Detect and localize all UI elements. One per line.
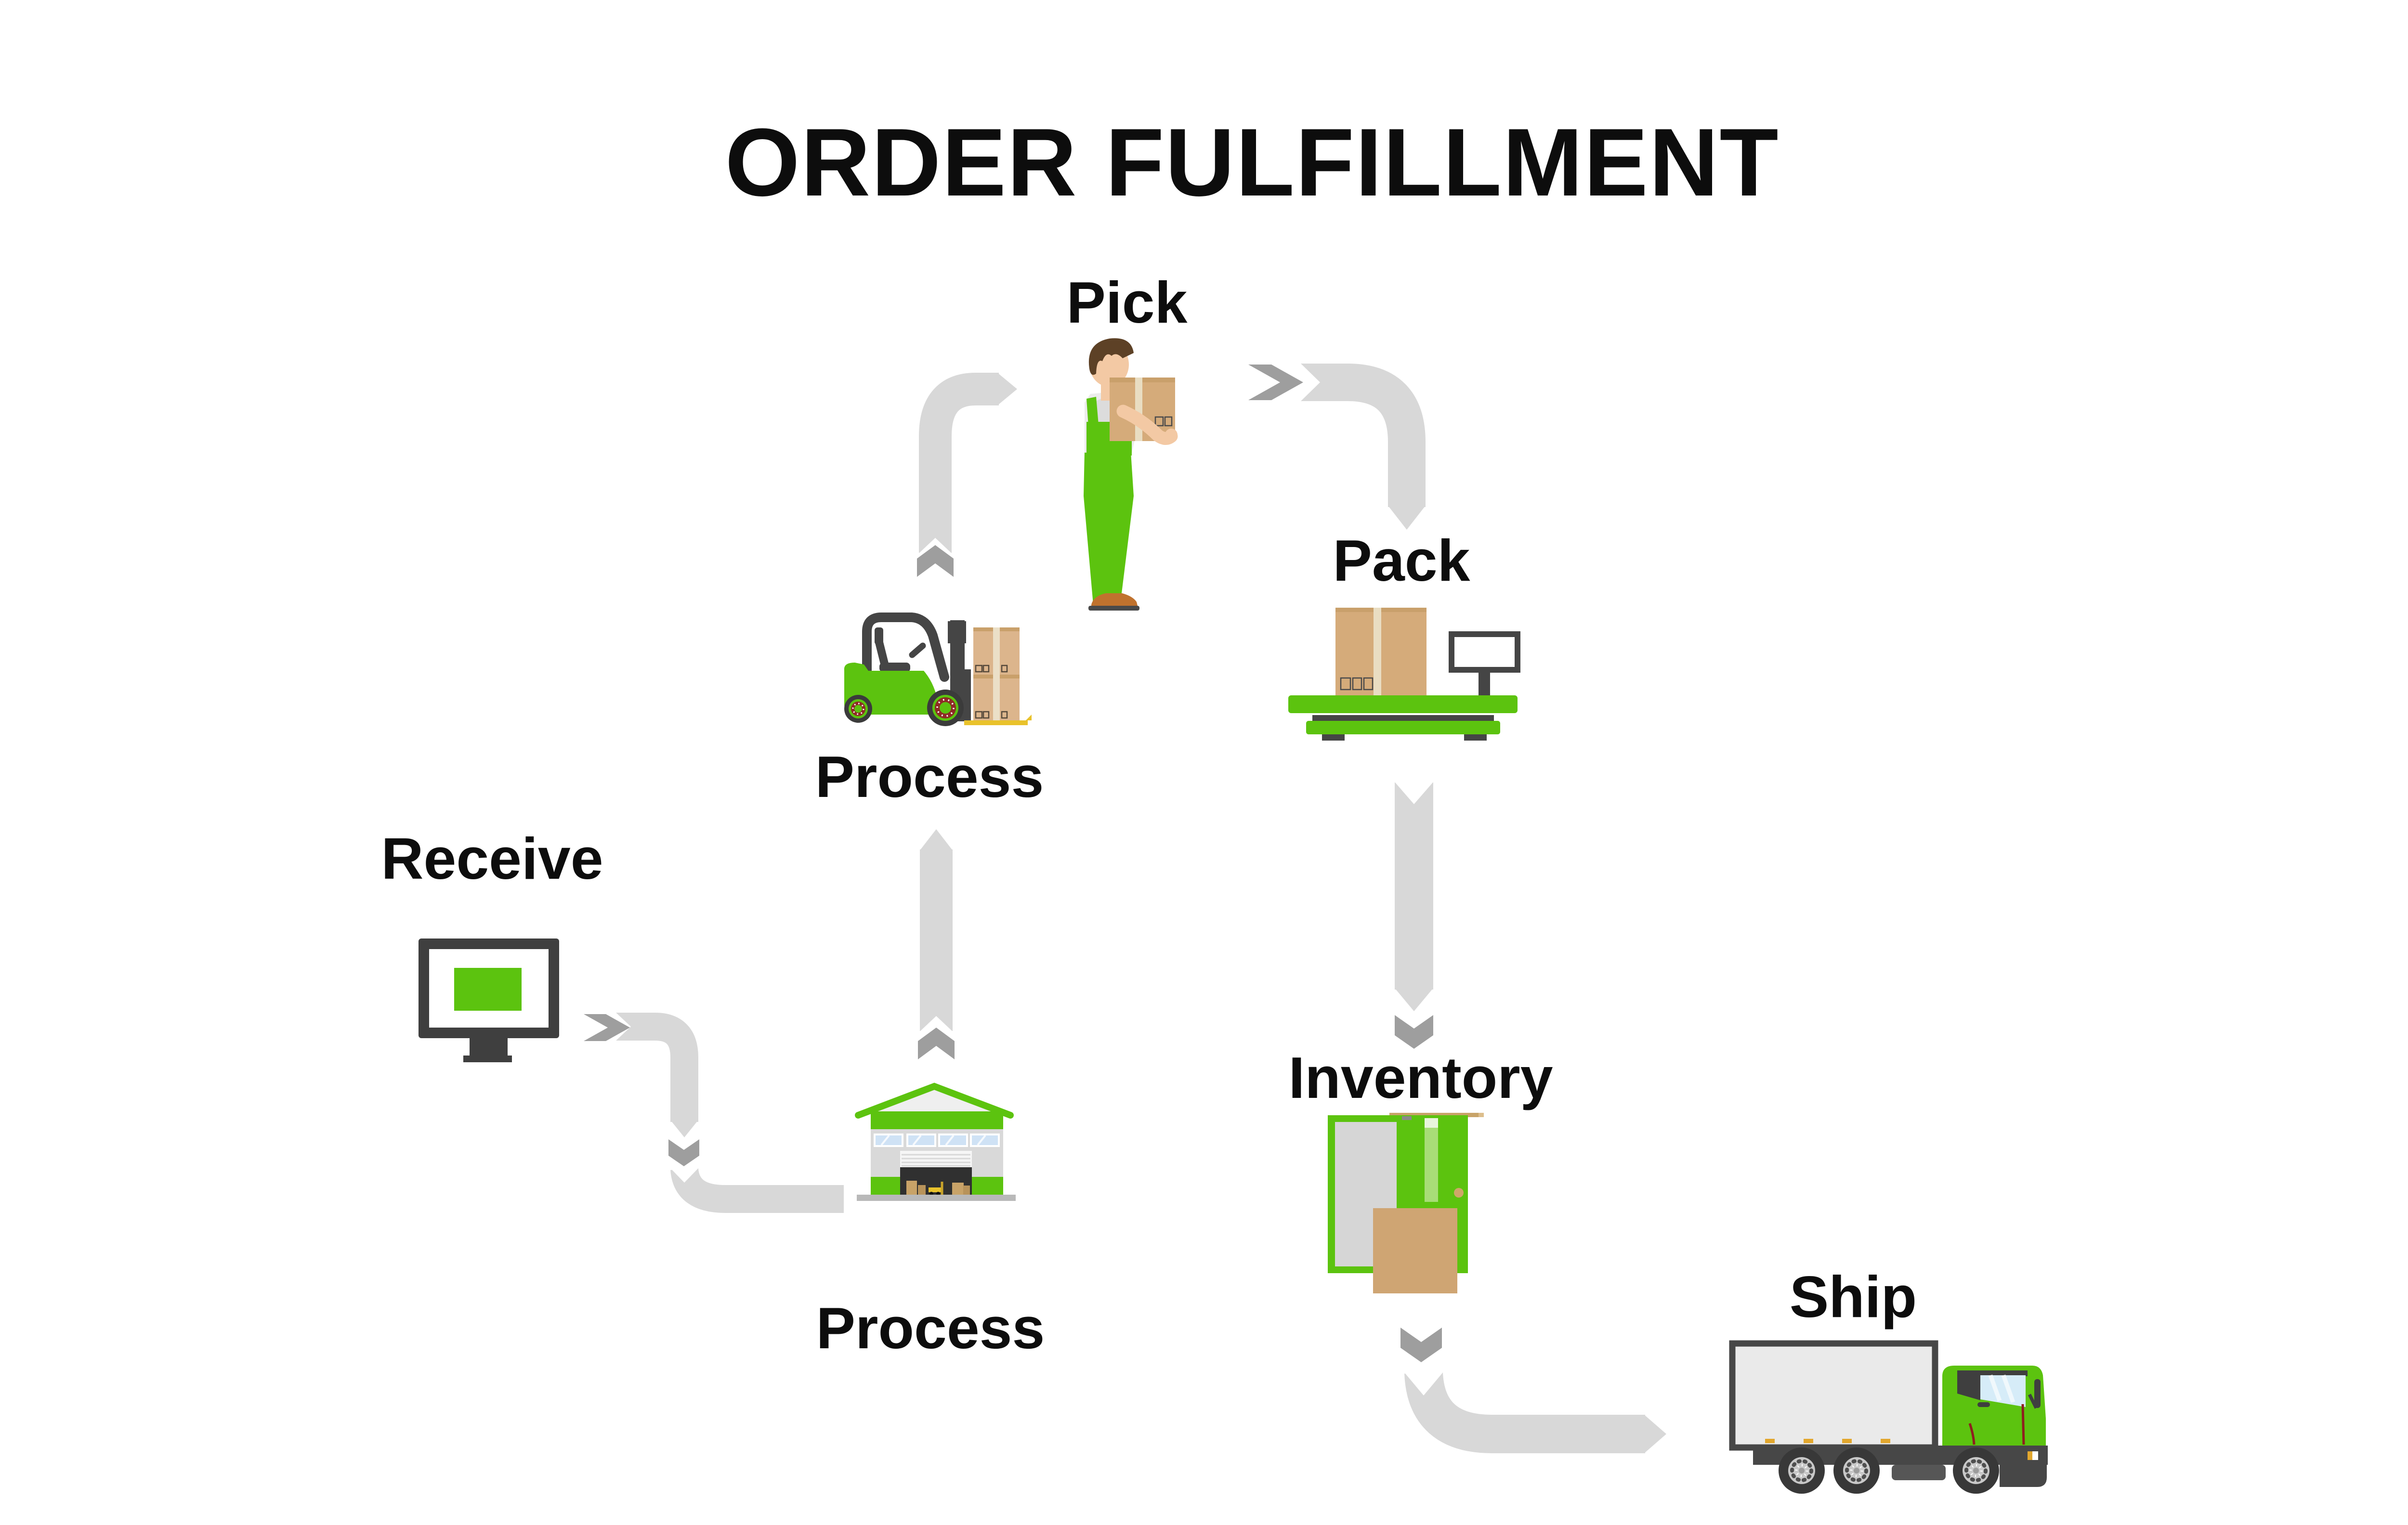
chevron-right-icon	[1248, 365, 1303, 400]
step-label-process-inbound: Process	[816, 1295, 1045, 1361]
chevron-down-icon	[668, 1139, 699, 1166]
arrow-pick-to-pack	[1248, 363, 1426, 530]
chevron-down-icon	[1400, 1328, 1442, 1362]
computer-monitor-icon	[419, 938, 559, 1062]
step-label-ship: Ship	[1789, 1264, 1917, 1329]
truck-wheels	[1779, 1447, 1999, 1494]
warehouse-windows	[874, 1134, 1000, 1147]
storage-door-with-box-icon	[1328, 1113, 1484, 1293]
chevron-right-icon	[584, 1014, 630, 1041]
worker-carrying-box-icon	[1084, 338, 1178, 611]
warehouse-building-icon	[855, 1082, 1016, 1201]
step-label-inventory: Inventory	[1288, 1045, 1553, 1110]
arrow-process-to-process	[918, 829, 955, 1059]
chevron-up-icon	[918, 1028, 955, 1059]
step-label-receive: Receive	[381, 826, 603, 891]
chevron-up-icon	[917, 545, 954, 577]
arrow-pack-to-inventory	[1395, 782, 1433, 1049]
forklift-cargo-boxes	[973, 627, 1020, 720]
arrow-receive-to-process	[584, 1013, 844, 1213]
packed-box	[1335, 608, 1426, 695]
warehouse-interior-boxes	[906, 1181, 970, 1196]
step-label-pack: Pack	[1333, 528, 1470, 593]
step-label-pick: Pick	[1066, 270, 1188, 335]
delivery-truck-icon	[1729, 1340, 2048, 1494]
arrow-inventory-to-ship	[1400, 1328, 1666, 1453]
arrow-process-to-pick	[917, 373, 1017, 577]
step-label-process-transfer: Process	[815, 744, 1044, 809]
packing-scale-icon	[1288, 608, 1520, 741]
page-title: ORDER FULFILLMENT	[725, 109, 1780, 216]
chevron-down-icon	[1395, 1015, 1433, 1049]
forklift-rear-wheel	[844, 695, 872, 723]
forklift-front-wheel	[927, 690, 964, 726]
forklift-icon	[844, 613, 1032, 726]
